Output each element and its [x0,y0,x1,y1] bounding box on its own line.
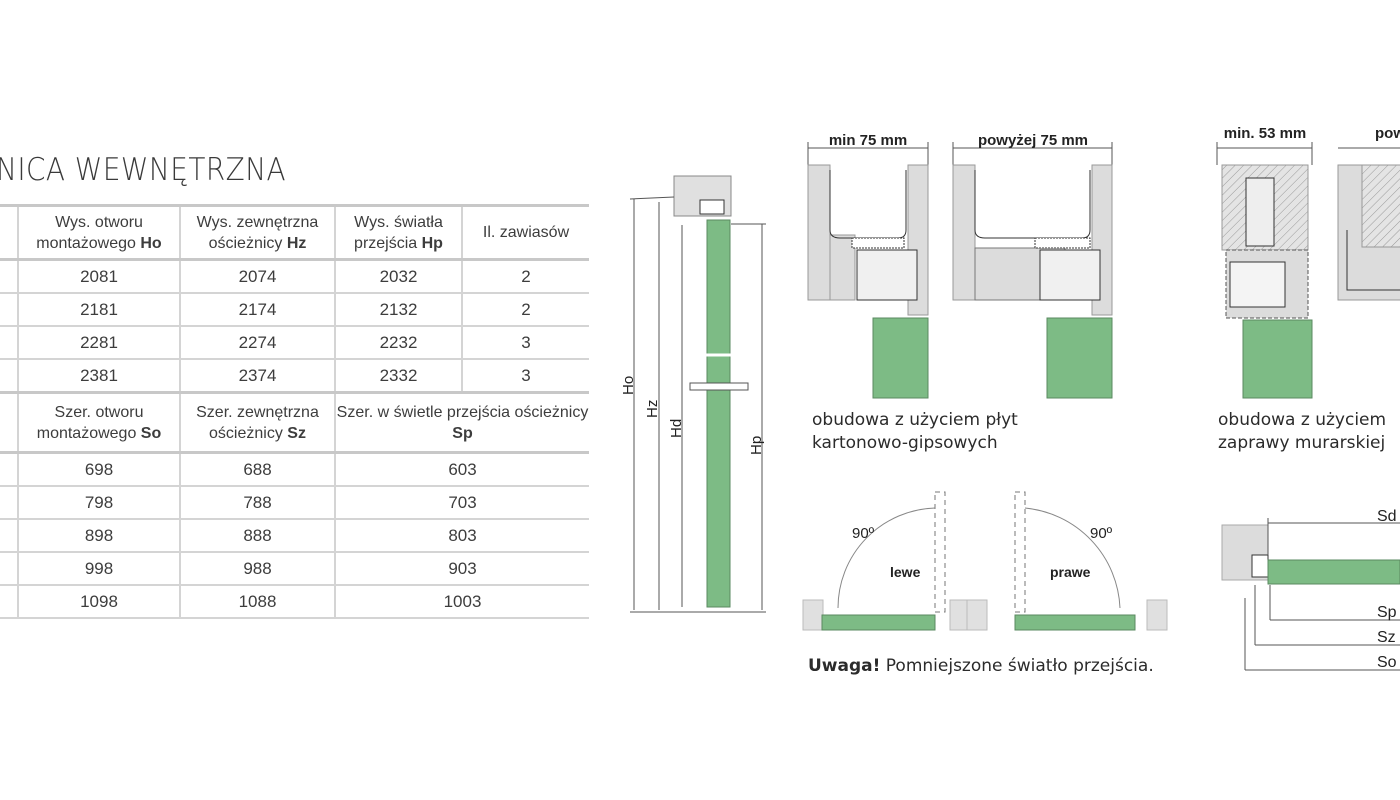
header-hp: Wys. światła przejścia Hp [335,204,463,261]
page-title: NICA WEWNĘTRZNA [0,152,287,188]
cell: 903 [335,552,589,586]
cell: 988 [180,552,336,586]
swing-left [802,491,971,631]
cell: 2232 [335,326,463,360]
dim-min-75: min 75 mm [829,132,907,149]
label-hz: Hz [644,400,661,418]
cut-column [0,204,19,261]
cell: 3 [462,359,589,394]
cell: 803 [335,519,589,553]
cell: 703 [335,486,589,520]
header-hz: Wys. zewnętrzna ościeżnicy Hz [180,204,336,261]
cell: 603 [335,452,589,487]
cell: 2 [462,259,589,294]
width-header-row: Szer. otworu montażowego So Szer. zewnęt… [0,391,589,454]
dim-above-masonry: pow [1375,125,1400,142]
cell: 2374 [180,359,336,394]
cell: 1088 [180,585,336,619]
cell: 2274 [180,326,336,360]
dim-min-53: min. 53 mm [1224,125,1307,142]
cell: 788 [180,486,336,520]
masonry-caption-line2: zaprawy murarskiej [1218,433,1385,453]
label-ho: Ho [620,376,637,395]
note-text: Pomniejszone światło przejścia. [880,656,1153,676]
angle-left: 90º [852,525,875,542]
cell: 2 [462,293,589,327]
header-so: Szer. otworu montażowego So [18,391,181,454]
door-elevation [629,175,766,613]
cell: 798 [18,486,181,520]
masonry-caption-line1: obudowa z użyciem [1218,410,1386,430]
section-drywall-above [952,142,1113,399]
cell: 2381 [18,359,181,394]
cell: 2074 [180,259,336,294]
cell: 2174 [180,293,336,327]
cell: 2332 [335,359,463,394]
header-ho: Wys. otworu montażowego Ho [18,204,181,261]
swing-right [966,491,1168,631]
cell: 2032 [335,259,463,294]
cell: 998 [18,552,181,586]
header-hinges: Il. zawiasów [462,204,589,261]
cell: 1003 [335,585,589,619]
section-drywall-min [807,142,929,399]
header-sz: Szer. zewnętrzna ościeżnicy Sz [180,391,336,454]
label-right: prawe [1050,564,1091,580]
cell: 2281 [18,326,181,360]
label-sz: Sz [1377,629,1396,646]
note-bold: Uwaga! [808,656,880,676]
cell: 2181 [18,293,181,327]
section-masonry-min [1216,142,1313,399]
cell: 2081 [18,259,181,294]
cell: 698 [18,452,181,487]
cell: 3 [462,326,589,360]
label-hp: Hp [748,436,765,455]
label-hd: Hd [668,419,685,438]
label-sd: Sd [1377,508,1397,525]
header-sp: Szer. w świetle przejścia ościeżnicy Sp [335,391,589,454]
cell: 1098 [18,585,181,619]
cell: 688 [180,452,336,487]
drywall-caption-line2: kartonowo-gipsowych [812,433,998,453]
label-sp: Sp [1377,604,1397,621]
width-plan [1221,518,1400,671]
label-left: lewe [890,564,921,580]
dimensions-table: Wys. otworu montażowego Ho Wys. zewnętrz… [0,204,589,619]
drywall-caption-line1: obudowa z użyciem płyt [812,410,1018,430]
cell: 2132 [335,293,463,327]
cell: 898 [18,519,181,553]
height-header-row: Wys. otworu montażowego Ho Wys. zewnętrz… [0,204,589,261]
label-so: So [1377,654,1397,671]
dim-above-75: powyżej 75 mm [978,132,1088,149]
cell: 888 [180,519,336,553]
note: Uwaga! Pomniejszone światło przejścia. [808,656,1154,676]
section-masonry-above [1337,147,1400,301]
angle-right: 90º [1090,525,1113,542]
